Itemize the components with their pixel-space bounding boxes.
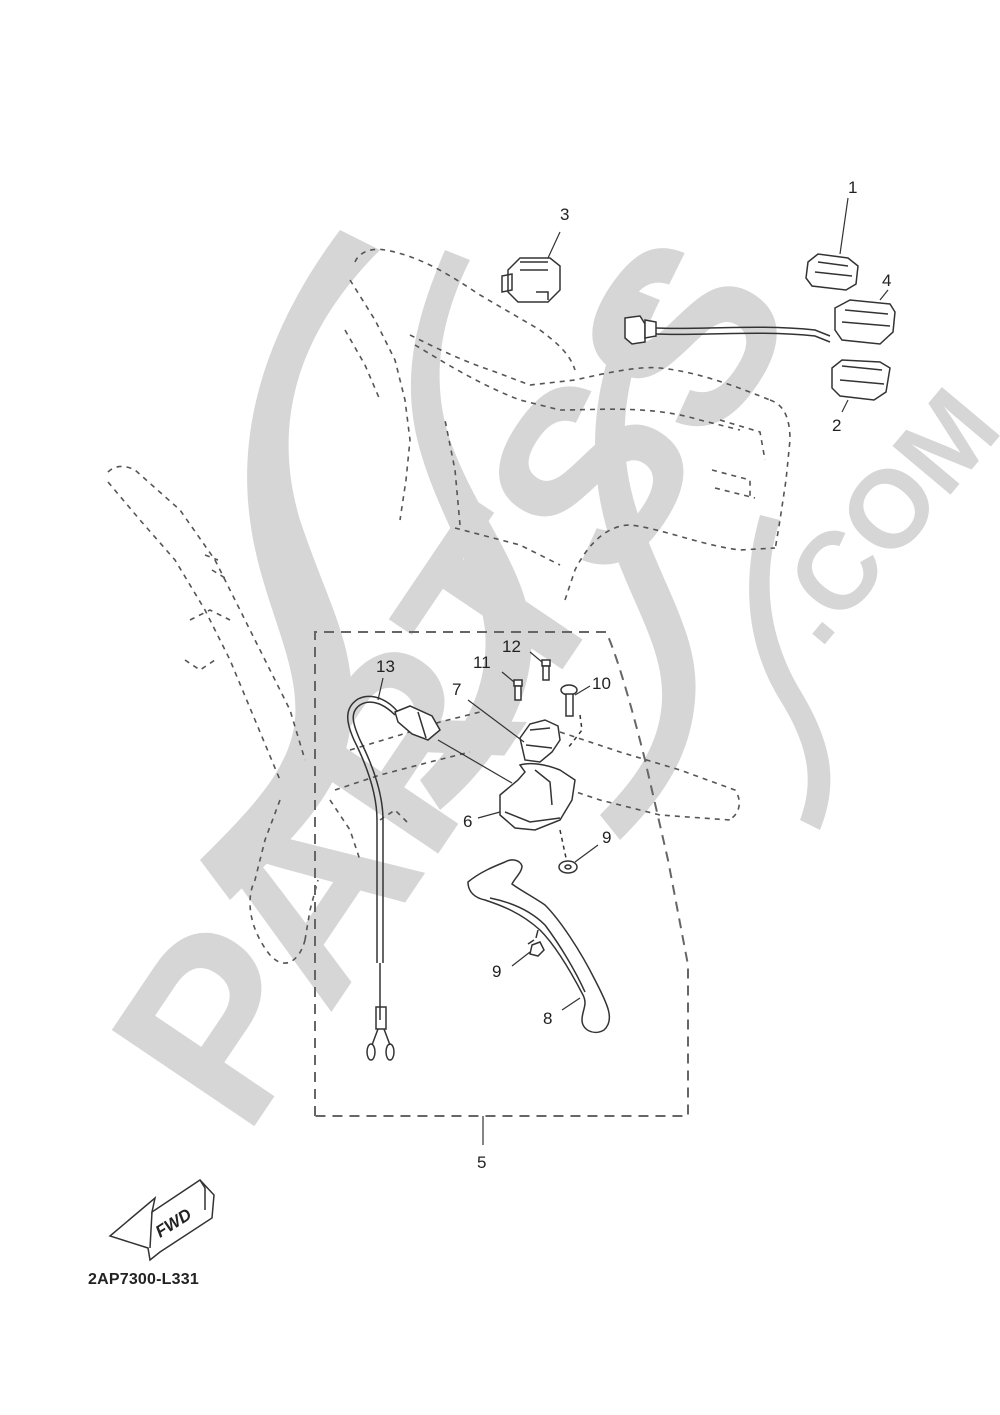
part-9-spring-collar[interactable]: 9 [492, 929, 545, 981]
callout-2: 2 [832, 416, 841, 435]
watermark-brand-text: PARTSS [58, 188, 846, 1169]
part-1-switch-component[interactable]: 1 [805, 178, 859, 291]
callout-12a: 11 [473, 653, 491, 672]
callout-1: 1 [848, 178, 857, 197]
part-10-bolt[interactable]: 10 [560, 674, 611, 749]
callout-11: 9 [602, 828, 611, 847]
ghost-handlebar-cowl [107, 248, 791, 964]
callout-10: 10 [592, 674, 611, 693]
fwd-arrow-icon [108, 1179, 215, 1262]
diagram-reference-code: 2AP7300-L331 [88, 1271, 199, 1288]
part-2-switch-lower-housing[interactable]: 2 [831, 359, 891, 435]
watermark-swirl-shape [410, 250, 532, 810]
callout-5: 5 [477, 1153, 486, 1172]
part-8-lever[interactable]: 8 [467, 859, 611, 1034]
part-4-switch-with-wire[interactable]: 4 [624, 271, 896, 345]
part-3-connector[interactable]: 3 [501, 205, 569, 303]
watermark-swirl-shape [595, 290, 696, 840]
part-7-holder-clamp[interactable]: 7 [452, 680, 561, 763]
part-12-screw-left[interactable]: 11 [473, 653, 523, 701]
callout-4: 4 [882, 271, 891, 290]
fwd-direction-arrow: FWD [108, 1179, 215, 1262]
part-13-switch-cable[interactable]: 13 [347, 657, 513, 1061]
callout-7: 7 [452, 680, 461, 699]
callout-9: 9 [492, 962, 501, 981]
callout-13: 13 [376, 657, 395, 676]
watermark-swirl-shape [200, 230, 380, 900]
part-12-screw-right[interactable]: 12 [502, 637, 551, 681]
callout-12b: 12 [502, 637, 521, 656]
part-6-lever-holder[interactable]: 6 [463, 762, 576, 831]
part-5-lever-assembly-frame[interactable]: 5 [314, 631, 689, 1172]
callout-3: 3 [560, 205, 569, 224]
callout-6: 6 [463, 812, 472, 831]
part-11-nut[interactable]: 9 [558, 828, 611, 874]
callout-8: 8 [543, 1009, 552, 1028]
watermark-swirl-shape [749, 515, 831, 830]
